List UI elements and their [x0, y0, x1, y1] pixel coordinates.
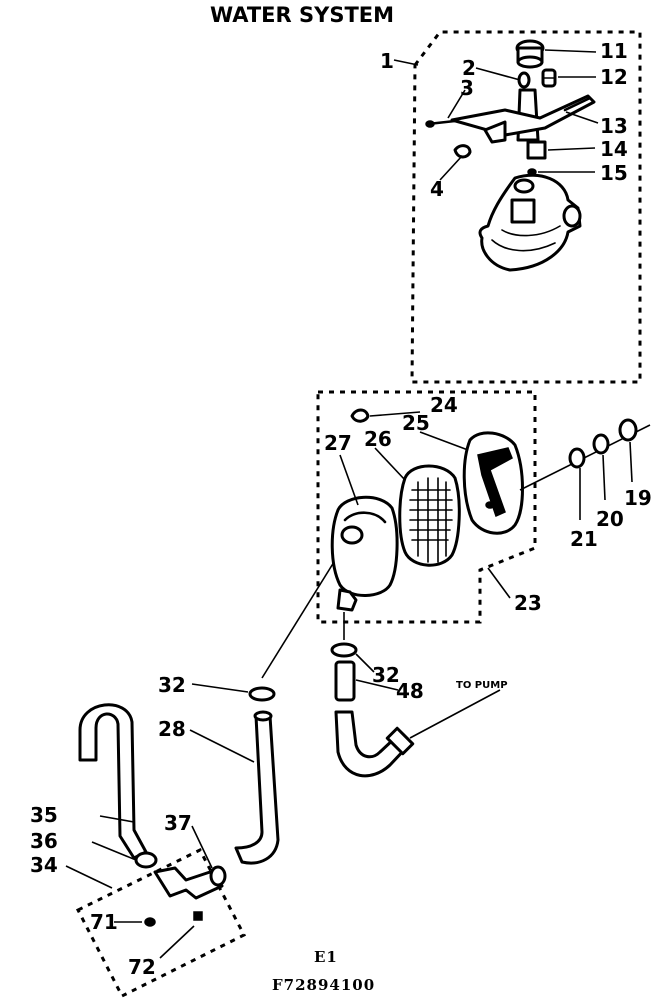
label-1: 1 [380, 49, 394, 73]
label-3: 3 [460, 76, 474, 100]
footer-model: E1 [314, 948, 338, 966]
leader-27 [339, 454, 359, 506]
label-2: 2 [462, 56, 476, 80]
filter-assembly-group: 24 25 26 27 23 [316, 390, 542, 624]
label-12: 12 [600, 65, 628, 89]
leader-to-pump [409, 689, 501, 739]
label-24: 24 [430, 393, 458, 417]
part-71 [144, 917, 156, 927]
label-27: 27 [324, 431, 352, 455]
label-14: 14 [600, 137, 628, 161]
leader-48 [355, 679, 399, 691]
label-23: 23 [514, 591, 542, 615]
label-35: 35 [30, 803, 58, 827]
part-24 [350, 408, 370, 423]
label-32-left: 32 [158, 673, 186, 697]
part-20 [592, 433, 610, 455]
part-35 [78, 703, 148, 860]
leader-34 [65, 865, 113, 889]
label-20: 20 [596, 507, 624, 531]
leader-14 [547, 147, 596, 151]
part-connector [153, 866, 224, 900]
leader-2 [475, 67, 521, 81]
leader-37 [191, 825, 213, 869]
part-25 [462, 431, 524, 535]
pump-assembly-drawing [425, 39, 596, 272]
part-26 [398, 464, 461, 567]
label-32-right: 32 [372, 663, 400, 687]
part-27 [330, 495, 399, 612]
leader-20 [602, 454, 606, 501]
label-37: 37 [164, 811, 192, 835]
leader-19 [629, 441, 633, 483]
label-48: 48 [396, 679, 424, 703]
washer-set: 21 20 19 [519, 418, 652, 551]
leader-24 [369, 411, 421, 417]
part-48 [334, 660, 356, 702]
leader-26 [374, 447, 406, 481]
leader-1 [393, 59, 419, 66]
label-21: 21 [570, 527, 598, 551]
label-15: 15 [600, 161, 628, 185]
pump-assembly-group: 1 2 3 4 11 12 13 14 15 [380, 30, 642, 384]
label-19: 19 [624, 486, 652, 510]
label-13: 13 [600, 114, 628, 138]
leader-72 [159, 925, 195, 959]
leader-11 [544, 49, 597, 53]
part-19 [618, 418, 638, 442]
leader-32-left [191, 683, 249, 693]
label-71: 71 [90, 910, 118, 934]
leader-4 [439, 155, 463, 181]
assembly-23-boundary [316, 390, 537, 624]
part-28 [234, 714, 280, 865]
leader-32-right [355, 653, 375, 673]
leader-35 [99, 815, 135, 823]
leader-23 [487, 567, 511, 599]
hose-48-group: 32 48 TO PUMP [330, 612, 508, 778]
part-36 [134, 851, 158, 869]
leader-13 [565, 111, 599, 124]
hose-28-group: 32 28 [158, 561, 335, 865]
part-32-right [330, 642, 358, 658]
part-21 [568, 447, 586, 469]
center-line-28 [261, 561, 335, 679]
to-pump-note: TO PUMP [456, 680, 508, 691]
leader-36 [91, 841, 137, 861]
diagram-title: WATER SYSTEM [210, 3, 394, 27]
part-37 [209, 865, 227, 887]
label-4: 4 [430, 177, 444, 201]
leader-28 [189, 729, 255, 763]
part-32-left [248, 686, 276, 702]
footer-code: F72894100 [272, 976, 375, 994]
label-36: 36 [30, 829, 58, 853]
label-11: 11 [600, 39, 628, 63]
leader-25 [419, 431, 469, 451]
label-34: 34 [30, 853, 58, 877]
label-72: 72 [128, 955, 156, 979]
assembly-1-boundary [410, 30, 642, 384]
part-72 [193, 911, 203, 921]
label-28: 28 [158, 717, 186, 741]
leader-3 [447, 89, 466, 119]
label-25: 25 [402, 411, 430, 435]
label-26: 26 [364, 427, 392, 451]
connector-group-34: 35 36 34 37 71 72 [30, 703, 247, 999]
